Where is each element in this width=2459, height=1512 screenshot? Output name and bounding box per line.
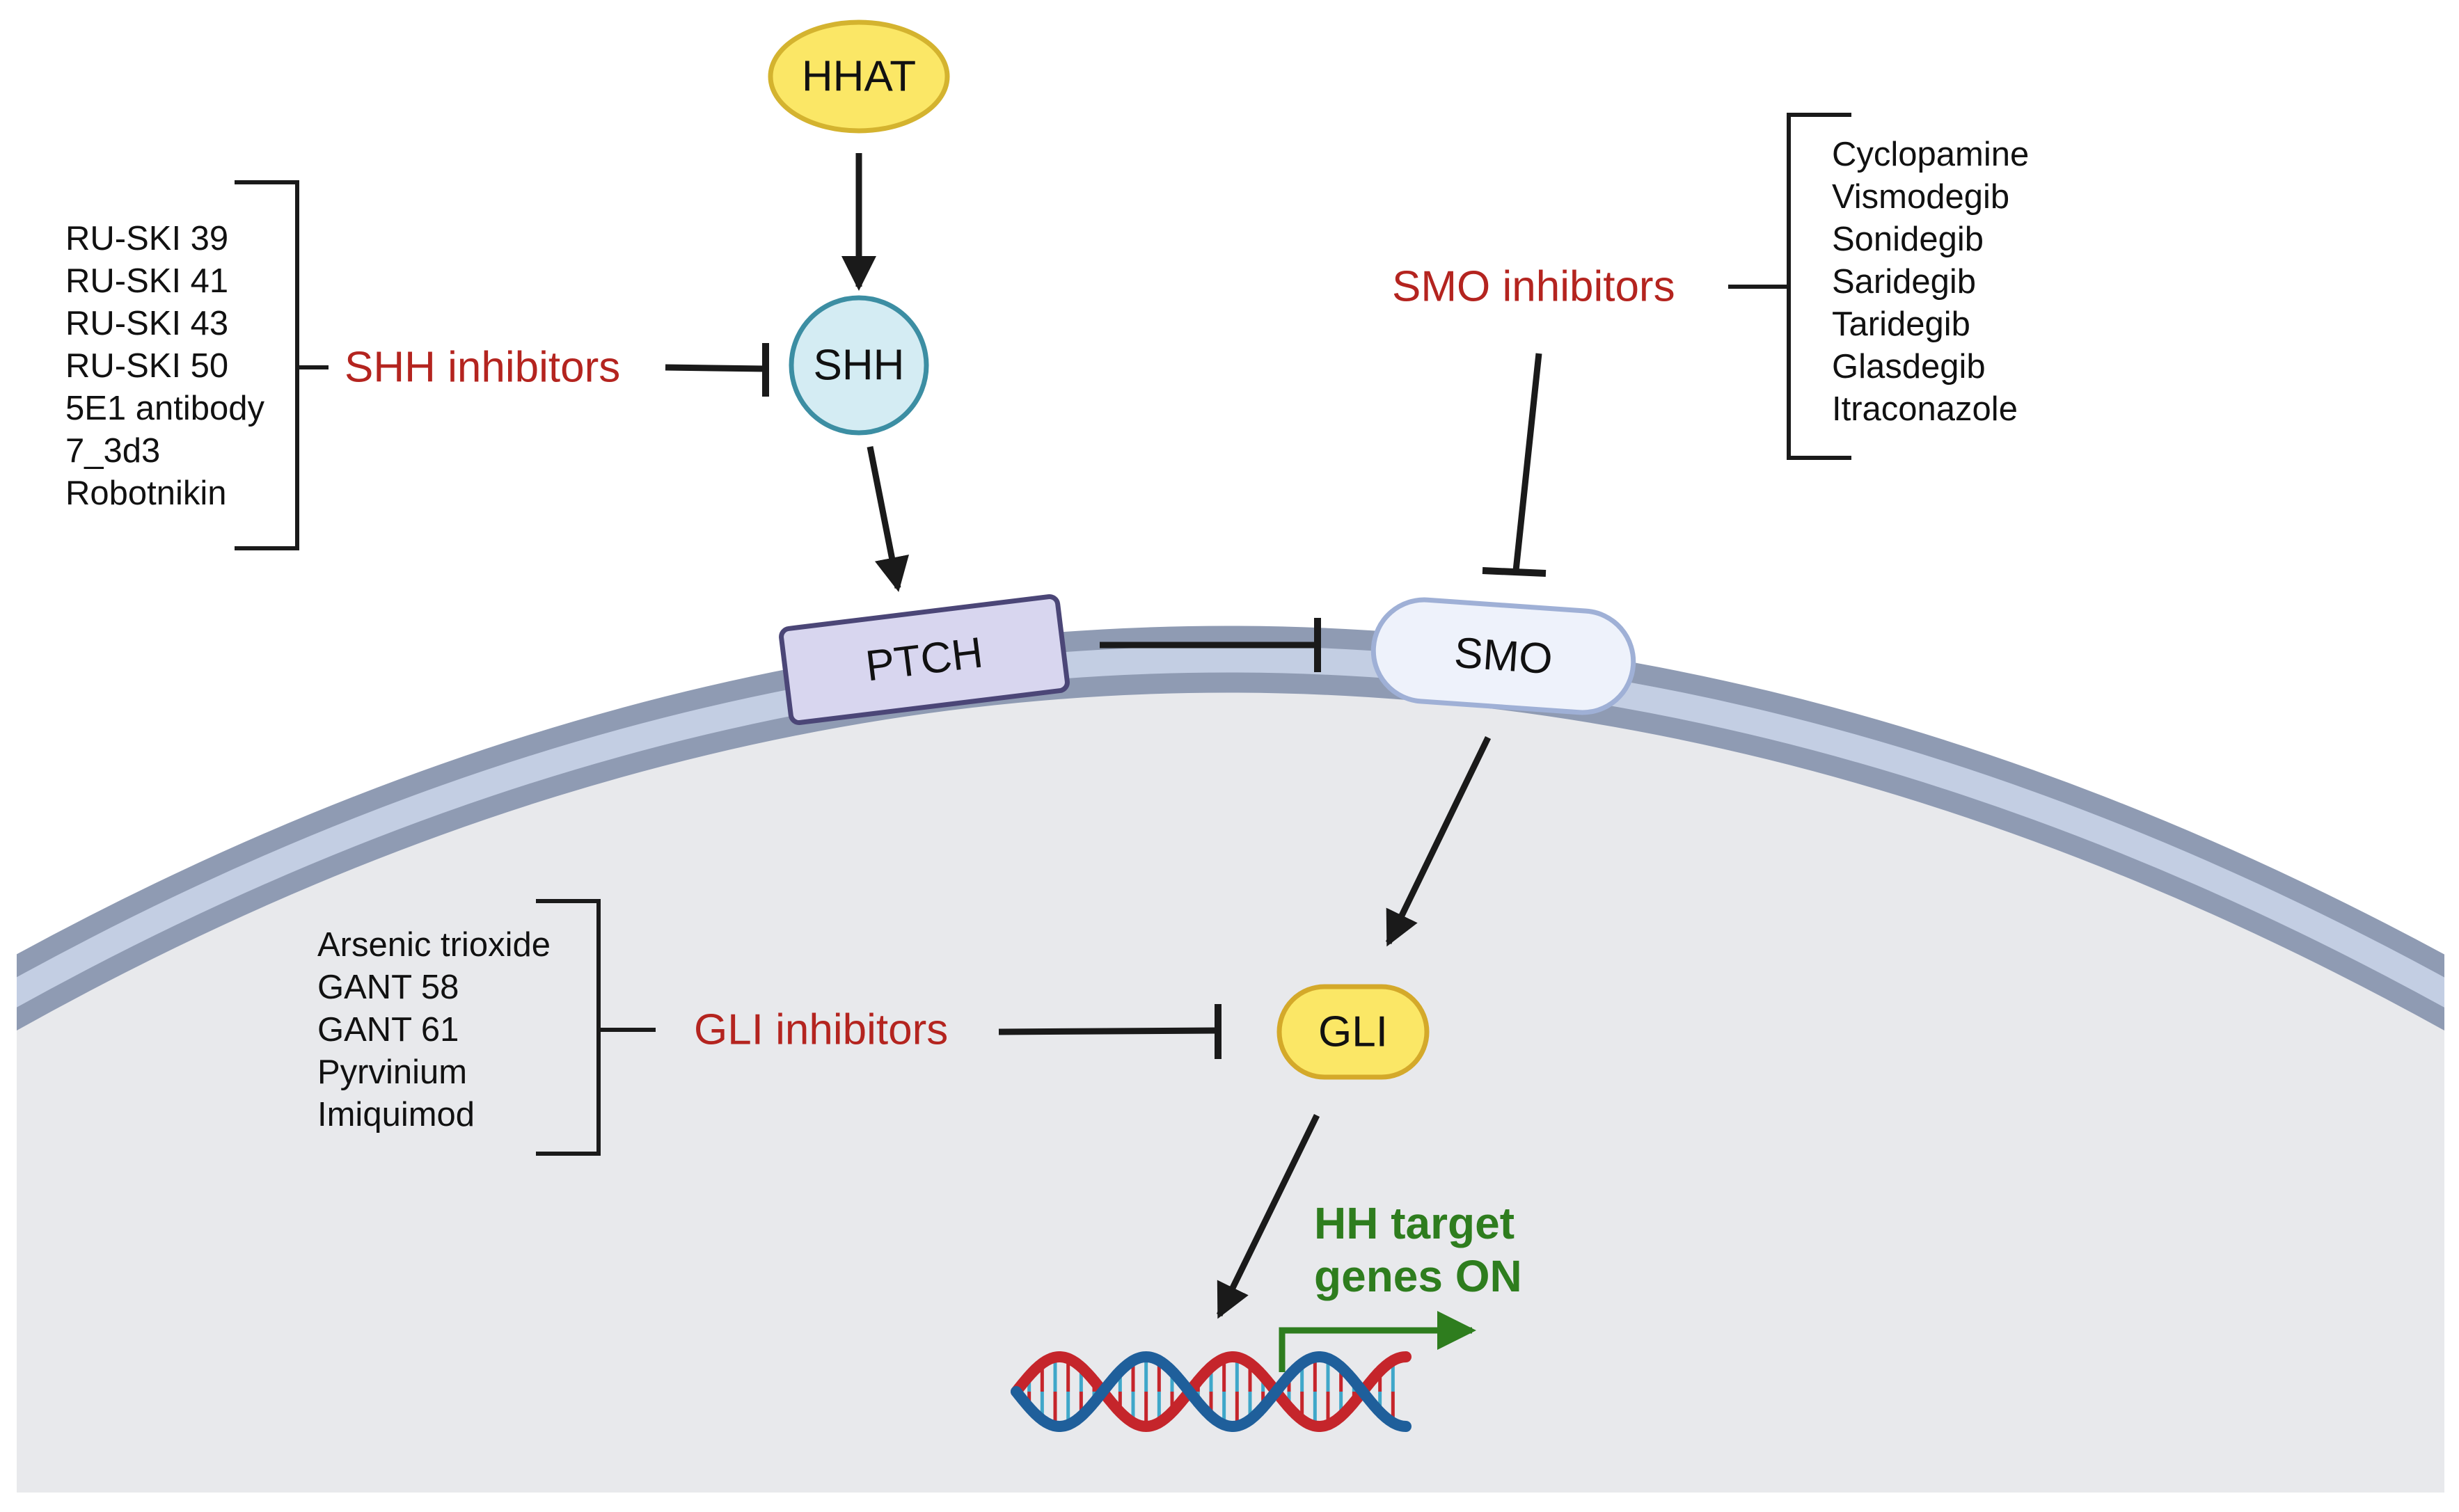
hhat-label: HHAT [802,53,916,101]
arrow-shh-to-ptch [867,446,910,592]
node-shh: SHH [789,295,929,436]
node-ptch: PTCH [779,594,1070,725]
drug-name: Itraconazole [1832,390,2018,428]
drug-name: Vismodegib [1832,178,2009,216]
drug-name: Imiquimod [317,1096,475,1133]
drug-name: Robotnikin [65,475,227,512]
drug-name: Taridegib [1832,305,1970,343]
gli-inhibitors-bracket [536,899,656,1156]
smo-inhibitors-bracket [1728,113,1851,460]
inhibit-gli [998,1004,1221,1059]
drug-name: GANT 61 [317,1011,459,1049]
rect-node [779,594,1070,725]
drug-name: RU-SKI 50 [65,347,228,385]
inhibit-shh [665,343,769,397]
cell [17,626,2444,1493]
inhibit-smo [1482,353,1547,577]
pill-node [1370,597,1636,715]
drug-name: Cyclopamine [1832,136,2029,173]
ellipse-node [768,19,950,134]
inhibition-lines [665,343,1547,1059]
circle-node [789,295,929,436]
dna-strand [1011,1351,1412,1432]
transcription-arrow [1279,1311,1476,1372]
drug-name: 7_3d3 [65,432,160,470]
smo-inhibitors-list: CyclopamineVismodegibSonidegibSaridegibT… [1832,136,2029,428]
drug-name: GANT 58 [317,969,459,1006]
drug-name: Sonidegib [1832,221,1984,258]
node-gli: GLI [1276,984,1430,1080]
drug-name: RU-SKI 41 [65,262,228,300]
shh-inhibitors-label: SHH inhibitors [345,344,620,392]
cytoplasm [17,685,2444,1493]
drug-name: Glasdegib [1832,348,1986,385]
smo-inhibitors-label: SMO inhibitors [1392,263,1675,311]
cell-membrane-inner [17,646,2444,1008]
dna-strand [1011,1351,1412,1433]
activation-arrows [841,153,1492,1319]
drug-name: 5E1 antibody [65,390,265,427]
arrow-smo-to-gli [1385,736,1492,947]
drug-name: Arsenic trioxide [317,926,551,964]
shh-inhibitors-list: RU-SKI 39 RU-SKI 41 RU-SKI 43 RU-SKI 50 5E1 … [65,220,265,512]
dna-helix-icon [1011,1351,1412,1433]
pill-node [1276,984,1430,1080]
gli-label: GLI [1318,1008,1388,1056]
shh-inhibitors-bracket [235,180,329,550]
arrow-gli-to-dna [1216,1114,1320,1319]
drug-name: Saridegib [1832,263,1976,301]
shh-label: SHH [814,342,905,390]
target-genes-line1: HH target [1314,1198,1515,1248]
gli-inhibitors-label: GLI inhibitors [694,1006,948,1054]
target-genes-line2: genes ON [1314,1251,1522,1301]
brackets [235,113,1851,1156]
smo-label: SMO [1453,629,1554,684]
drug-name: Pyrvinium [317,1053,467,1091]
drug-name: RU-SKI 39 [65,220,228,257]
node-smo: SMO [1370,597,1636,715]
drug-name: RU-SKI 43 [65,305,228,342]
node-hhat: HHAT [768,19,950,134]
inhibit-ptch-smo [1100,618,1321,672]
